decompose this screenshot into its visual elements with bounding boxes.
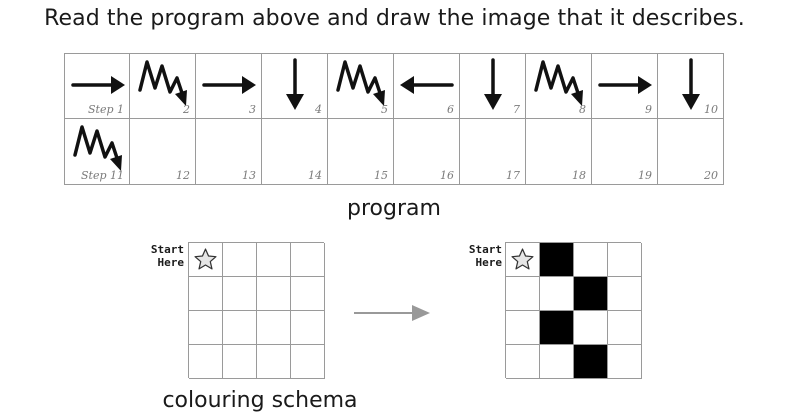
start-label-line1: Start bbox=[468, 243, 502, 256]
zigzag-icon bbox=[336, 60, 385, 106]
schema-cell bbox=[189, 243, 223, 277]
arrow-down-icon bbox=[682, 58, 700, 110]
schema-cell bbox=[189, 345, 223, 379]
zigzag-icon bbox=[138, 60, 187, 106]
schema-cell bbox=[608, 243, 642, 277]
program-cell: 14 bbox=[262, 119, 328, 185]
schema-cell bbox=[189, 277, 223, 311]
program-cell: 2 bbox=[130, 53, 196, 119]
step-number: 15 bbox=[374, 169, 388, 182]
program-cell: 5 bbox=[328, 53, 394, 119]
schema-cell bbox=[223, 277, 257, 311]
schema-cell bbox=[257, 311, 291, 345]
schema-cell bbox=[608, 277, 642, 311]
schema-cell bbox=[506, 243, 540, 277]
filled-cell bbox=[574, 345, 608, 379]
start-label-line2: Here bbox=[157, 256, 185, 269]
arrow-right-icon bbox=[598, 76, 652, 94]
program-caption: program bbox=[347, 196, 441, 221]
schema-cell bbox=[540, 345, 574, 379]
program-cell: 3 bbox=[196, 53, 262, 119]
schema-cell bbox=[574, 311, 608, 345]
program-cell: 16 bbox=[394, 119, 460, 185]
program-cell: 17 bbox=[460, 119, 526, 185]
filled-cell bbox=[540, 311, 574, 345]
schema-cell bbox=[608, 345, 642, 379]
zigzag-icon bbox=[73, 125, 122, 171]
zigzag-icon bbox=[534, 60, 583, 106]
program-cell: 13 bbox=[196, 119, 262, 185]
step-number: Step 11 bbox=[80, 169, 124, 182]
program-cell: 19 bbox=[592, 119, 658, 185]
step-number: 17 bbox=[506, 169, 520, 182]
program-cell: 8 bbox=[526, 53, 592, 119]
schema-cell bbox=[291, 311, 325, 345]
start-label-line1: Start bbox=[150, 243, 184, 256]
step-number: 4 bbox=[315, 103, 322, 116]
schema-cell bbox=[574, 243, 608, 277]
program-cell: 9 bbox=[592, 53, 658, 119]
step-number: 12 bbox=[176, 169, 190, 182]
program-cell: 20 bbox=[658, 119, 724, 185]
schema-caption: colouring schema bbox=[162, 388, 358, 413]
step-number: 19 bbox=[638, 169, 652, 182]
step-number: 8 bbox=[579, 103, 586, 116]
arrow-right-icon bbox=[71, 76, 125, 94]
program-cell: 10 bbox=[658, 53, 724, 119]
step-number: 18 bbox=[572, 169, 586, 182]
schema-cell bbox=[223, 311, 257, 345]
program-cell: 18 bbox=[526, 119, 592, 185]
star-icon bbox=[194, 248, 217, 270]
schema-cell bbox=[506, 345, 540, 379]
step-number: 3 bbox=[249, 103, 256, 116]
schema-cell bbox=[608, 311, 642, 345]
step-number: 6 bbox=[447, 103, 454, 116]
schema-cell bbox=[223, 243, 257, 277]
filled-cell bbox=[574, 277, 608, 311]
schema-cell bbox=[189, 311, 223, 345]
schema-cell bbox=[257, 345, 291, 379]
step-number: 16 bbox=[440, 169, 454, 182]
step-number: 2 bbox=[183, 103, 190, 116]
program-cell: 15 bbox=[328, 119, 394, 185]
schema-cell bbox=[291, 277, 325, 311]
schema-cell bbox=[257, 277, 291, 311]
star-icon bbox=[511, 248, 534, 270]
schema-cell bbox=[291, 345, 325, 379]
step-number: 10 bbox=[704, 103, 718, 116]
program-cell: 6 bbox=[394, 53, 460, 119]
start-label-line2: Here bbox=[475, 256, 503, 269]
step-number: 5 bbox=[381, 103, 388, 116]
step-number: Step 1 bbox=[87, 103, 124, 116]
arrow-right-icon bbox=[202, 76, 256, 94]
start-here-label: Start Here bbox=[126, 243, 184, 269]
program-cell: 4 bbox=[262, 53, 328, 119]
schema-cell bbox=[257, 243, 291, 277]
arrow-down-icon bbox=[484, 58, 502, 110]
schema-cell bbox=[291, 243, 325, 277]
program-cell: 12 bbox=[130, 119, 196, 185]
arrow-down-icon bbox=[286, 58, 304, 110]
colouring-schema-grid bbox=[188, 242, 325, 379]
schema-cell bbox=[506, 311, 540, 345]
program-cell: Step 11 bbox=[64, 119, 130, 185]
schema-cell bbox=[540, 277, 574, 311]
start-here-label-result: Start Here bbox=[444, 243, 502, 269]
instruction-text: Read the program above and draw the imag… bbox=[44, 6, 745, 31]
schema-cell bbox=[223, 345, 257, 379]
program-cell: 7 bbox=[460, 53, 526, 119]
step-number: 20 bbox=[704, 169, 718, 182]
schema-cell bbox=[506, 277, 540, 311]
arrow-left-icon bbox=[400, 76, 454, 94]
flow-arrow-icon bbox=[354, 305, 430, 321]
step-number: 14 bbox=[308, 169, 322, 182]
program-cell: Step 1 bbox=[64, 53, 130, 119]
result-grid bbox=[505, 242, 642, 379]
filled-cell bbox=[540, 243, 574, 277]
step-number: 9 bbox=[645, 103, 652, 116]
step-number: 13 bbox=[242, 169, 256, 182]
step-number: 7 bbox=[513, 103, 520, 116]
